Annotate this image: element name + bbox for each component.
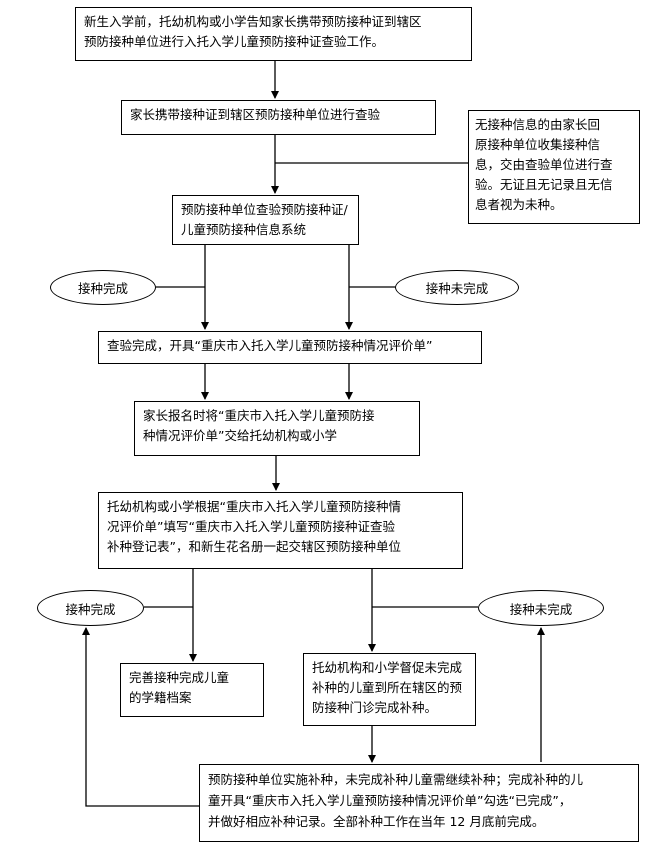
step-check-certificate: 预防接种单位查验预防接种证/ 儿童预防接种信息系统 bbox=[172, 195, 359, 245]
oval-vaccination-complete-1: 接种完成 bbox=[50, 270, 156, 305]
note-no-vaccination-info: 无接种信息的由家长回 原接种单位收集接种信 息，交由查验单位进行查 验。无证且无… bbox=[468, 110, 640, 224]
step-parent-bring-certificate: 家长携带接种证到辖区预防接种单位进行查验 bbox=[121, 100, 436, 135]
step-school-fill-register: 托幼机构或小学根据“重庆市入托入学儿童预防接种情 况评价单”填写“重庆市入托入学… bbox=[98, 492, 463, 569]
step-urge-supplementary-vaccination: 托幼机构和小学督促未完成 补种的儿童到所在辖区的预 防接种门诊完成补种。 bbox=[303, 653, 476, 726]
step-parent-submit-form: 家长报名时将“重庆市入托入学儿童预防接 种情况评价单”交给托幼机构或小学 bbox=[134, 401, 420, 456]
step-complete-school-records: 完善接种完成儿童 的学籍档案 bbox=[120, 663, 264, 717]
feedback-left bbox=[82, 627, 199, 807]
oval-vaccination-incomplete-1: 接种未完成 bbox=[395, 270, 519, 305]
step-perform-supplementary-vaccination: 预防接种单位实施补种，未完成补种儿童需继续补种；完成补种的儿 童开具“重庆市入托… bbox=[199, 764, 639, 842]
oval-vaccination-complete-2: 接种完成 bbox=[37, 590, 144, 626]
step-notify-parents: 新生入学前，托幼机构或小学告知家长携带预防接种证到辖区 预防接种单位进行入托入学… bbox=[75, 7, 472, 61]
step-issue-evaluation-form: 查验完成，开具“重庆市入托入学儿童预防接种情况评价单” bbox=[98, 331, 482, 364]
oval-vaccination-incomplete-2: 接种未完成 bbox=[478, 590, 604, 626]
